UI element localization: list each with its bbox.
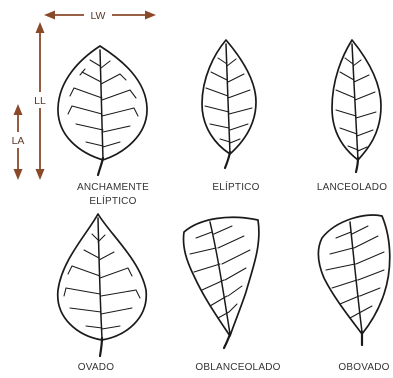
label-broadly-elliptic-line2: ELÍPTICO — [89, 194, 136, 207]
leaf-ovate — [58, 214, 147, 356]
leaf-obovate — [318, 215, 389, 345]
label-obovate: OBOVADO — [338, 362, 389, 373]
leaf-length-label: LL — [34, 95, 46, 107]
label-ovate: OVADO — [78, 362, 114, 373]
leaf-oblanceolate — [183, 217, 258, 348]
leaf-length-arrow: LL — [30, 22, 50, 180]
leaf-width-arrow: LW — [44, 7, 156, 23]
label-lanceolate: LANCEOLADO — [317, 182, 387, 193]
leaf-broadly-elliptic — [58, 46, 147, 175]
label-elliptic: ELÍPTICO — [212, 180, 259, 193]
label-oblanceolate: OBLANCEOLADO — [195, 362, 280, 373]
widest-point-arrow: LA — [8, 104, 28, 180]
leaf-lanceolate — [332, 40, 381, 172]
label-broadly-elliptic-line1: ANCHAMENTE — [77, 182, 149, 193]
leaf-width-label: LW — [91, 10, 106, 22]
widest-point-label: LA — [12, 135, 25, 147]
leaf-elliptic — [202, 40, 256, 168]
